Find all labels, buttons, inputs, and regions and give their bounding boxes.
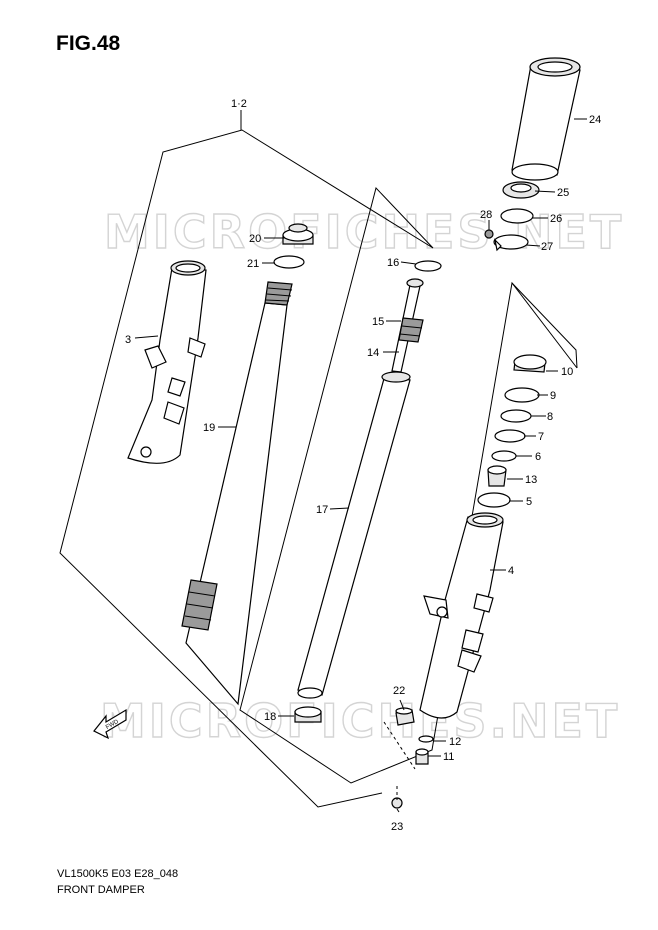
- figure-description: FRONT DAMPER: [57, 884, 145, 896]
- lock-nut: [502, 181, 540, 199]
- clamp-27: [493, 234, 529, 252]
- washer-26: [500, 208, 534, 224]
- callout-11: 11: [443, 751, 454, 763]
- callout-27: 27: [541, 241, 553, 253]
- callout-26: 26: [550, 213, 562, 225]
- o-ring-21: [273, 255, 305, 269]
- outer-tube-left: [127, 260, 207, 464]
- ring-5: [477, 492, 511, 508]
- rebound-spring: [398, 317, 424, 343]
- callout-20: 20: [249, 233, 261, 245]
- callout-28: 28: [480, 209, 492, 221]
- washer-8: [500, 409, 532, 423]
- gasket-12: [418, 735, 434, 743]
- cap-bolt: [282, 223, 314, 245]
- callout-13: 13: [525, 474, 537, 486]
- callout-6: 6: [535, 451, 541, 463]
- callout-1-2: 1·2: [231, 98, 247, 110]
- outer-tube-right: [419, 512, 504, 719]
- oil-seal-10: [513, 354, 547, 373]
- ring-16: [414, 260, 442, 272]
- callout-21: 21: [247, 258, 259, 270]
- callout-7: 7: [538, 431, 544, 443]
- callout-15: 15: [372, 316, 384, 328]
- bolt-11: [415, 748, 429, 765]
- leader-lines: [134, 110, 587, 813]
- oil-lock-piece: [294, 706, 322, 723]
- bushing-7: [494, 429, 526, 443]
- callout-8: 8: [547, 411, 553, 423]
- model-code: VL1500K5 E03 E28_048: [57, 868, 179, 880]
- part-13: [487, 465, 507, 487]
- callout-25: 25: [557, 187, 569, 199]
- screw-28: [484, 229, 494, 239]
- callout-22: 22: [393, 685, 405, 697]
- callout-9: 9: [550, 390, 556, 402]
- callout-10: 10: [561, 366, 573, 378]
- figure-title: FIG.48: [56, 32, 121, 55]
- callout-18: 18: [264, 711, 276, 723]
- callout-19: 19: [203, 422, 215, 434]
- assembly-outline-right: [511, 282, 578, 369]
- callout-5: 5: [526, 496, 532, 508]
- fork-boot: [511, 57, 581, 181]
- fork-spring: [181, 281, 293, 706]
- watermark-bottom: MICROFICHES.NET: [100, 694, 620, 748]
- callout-23: 23: [391, 821, 403, 833]
- callout-12: 12: [449, 736, 461, 748]
- bolt-22: [395, 707, 415, 726]
- bushing-6: [491, 450, 517, 462]
- watermark-top: MICROFICHES.NET: [104, 205, 624, 259]
- callout-3: 3: [125, 334, 131, 346]
- damper-cylinder: [297, 371, 411, 699]
- stopper-ring-9: [504, 387, 540, 403]
- callout-17: 17: [316, 504, 328, 516]
- callout-14: 14: [367, 347, 379, 359]
- callout-24: 24: [589, 114, 601, 126]
- callout-16: 16: [387, 257, 399, 269]
- callout-4: 4: [508, 565, 514, 577]
